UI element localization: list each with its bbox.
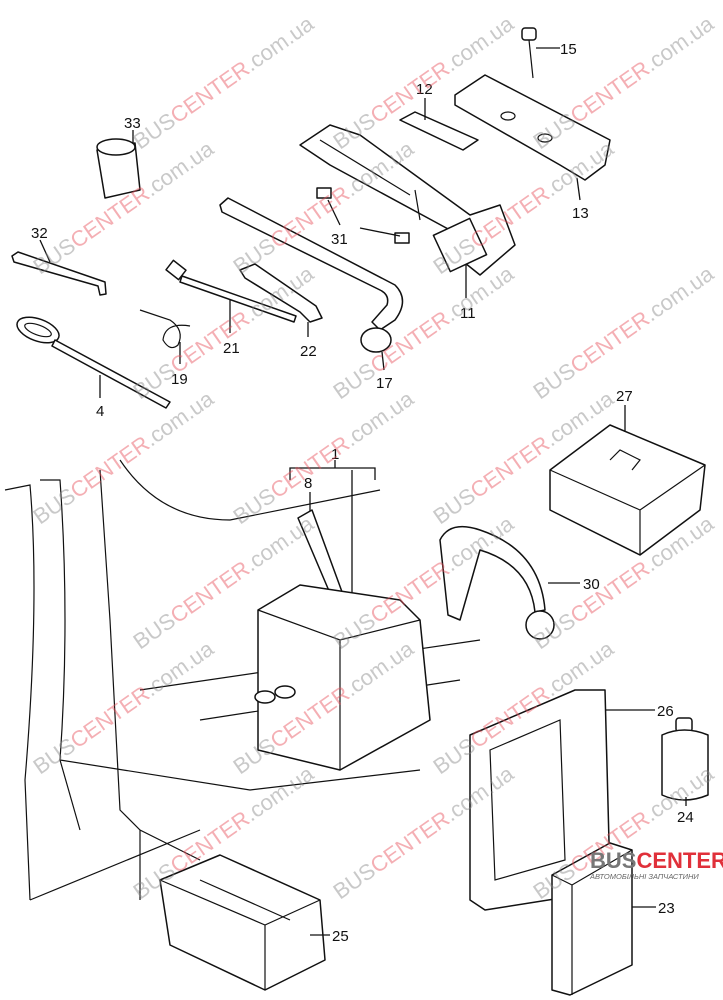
part-15 bbox=[521, 27, 560, 79]
watermark-text: BUSCENTER.com.ua bbox=[229, 385, 419, 529]
part-label-8: 8 bbox=[304, 475, 312, 492]
part-label-1: 1 bbox=[331, 446, 339, 463]
watermark-text: BUSCENTER.com.ua bbox=[29, 385, 219, 529]
part-label-17: 17 bbox=[376, 375, 393, 392]
part-label-4: 4 bbox=[96, 403, 104, 420]
part-label-24: 24 bbox=[677, 809, 694, 826]
watermark-text: BUSCENTER.com.ua bbox=[529, 10, 719, 154]
part-23 bbox=[551, 842, 656, 996]
part-17 bbox=[219, 197, 404, 371]
part-label-25: 25 bbox=[332, 928, 349, 945]
part-1-bracket bbox=[289, 460, 376, 600]
part-32 bbox=[11, 239, 107, 296]
part-label-30: 30 bbox=[583, 576, 600, 593]
part-label-19: 19 bbox=[171, 371, 188, 388]
part-12 bbox=[399, 98, 479, 151]
part-22 bbox=[239, 263, 323, 337]
watermark-text: BUSCENTER.com.ua bbox=[329, 260, 519, 404]
part-label-21: 21 bbox=[223, 340, 240, 357]
part-25 bbox=[159, 854, 330, 991]
watermark-text: BUSCENTER.com.ua bbox=[129, 10, 319, 154]
part-label-33: 33 bbox=[124, 115, 141, 132]
part-11 bbox=[299, 124, 516, 298]
part-13 bbox=[454, 74, 611, 201]
part-8 bbox=[254, 509, 431, 771]
watermark-text: BUSCENTER.com.ua bbox=[129, 260, 319, 404]
part-label-23: 23 bbox=[658, 900, 675, 917]
part-24 bbox=[661, 717, 709, 806]
part-33 bbox=[96, 130, 141, 199]
watermark-text: BUSCENTER.com.ua bbox=[29, 635, 219, 779]
watermark-text: BUSCENTER.com.ua bbox=[529, 260, 719, 404]
part-label-31: 31 bbox=[331, 231, 348, 248]
part-30 bbox=[439, 525, 580, 640]
part-label-12: 12 bbox=[416, 81, 433, 98]
logo-brand-a: BUS bbox=[590, 848, 637, 873]
part-label-22: 22 bbox=[300, 343, 317, 360]
part-21 bbox=[165, 259, 297, 333]
part-label-13: 13 bbox=[572, 205, 589, 222]
part-label-26: 26 bbox=[657, 703, 674, 720]
logo-tagline: АВТОМОБІЛЬНІ ЗАПЧАСТИНИ bbox=[590, 872, 699, 881]
part-4 bbox=[16, 316, 171, 409]
part-27 bbox=[549, 405, 706, 556]
logo-brand-b: CENTER bbox=[636, 848, 723, 873]
watermark-text: BUSCENTER.com.ua bbox=[329, 510, 519, 654]
part-label-32: 32 bbox=[31, 225, 48, 242]
part-label-15: 15 bbox=[560, 41, 577, 58]
part-19 bbox=[139, 309, 191, 364]
buscenter-logo: BUSCENTER АВТОМОБІЛЬНІ ЗАПЧАСТИНИ bbox=[590, 848, 723, 881]
part-31 bbox=[316, 187, 410, 244]
part-label-11: 11 bbox=[460, 305, 476, 322]
part-label-27: 27 bbox=[616, 388, 633, 405]
